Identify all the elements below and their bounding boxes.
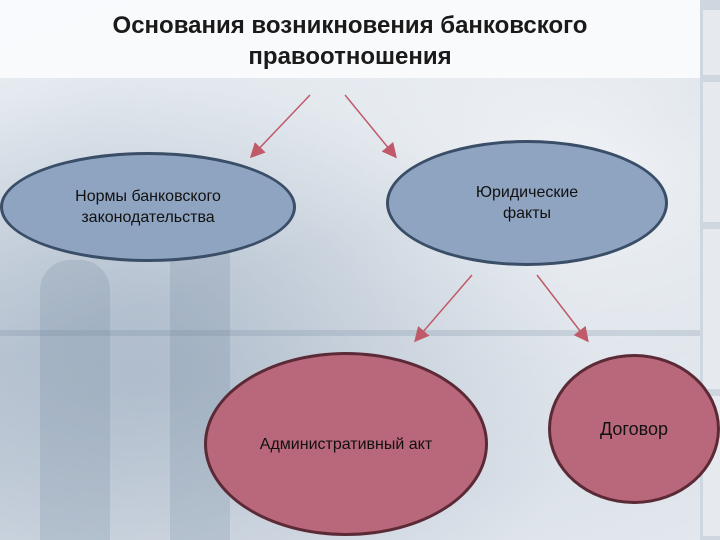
arrow-to-facts [344,94,397,159]
node-label: Юридические факты [475,184,579,222]
strip-cell [703,229,720,389]
page-title: Основания возникновения банковского прав… [112,12,588,70]
node-legal-facts: Юридические факты [386,140,668,266]
background-railing [0,330,700,336]
node-contract: Договор [548,354,720,504]
title-bar: Основания возникновения банковского прав… [0,0,700,78]
node-label: Административный акт [259,435,433,453]
background-figure-2 [170,230,230,540]
strip-cell [703,82,720,222]
node-label: Договор [600,419,668,439]
background-figure-1 [40,260,110,540]
node-banking-law-norms: Нормы банковского законодательства [0,152,296,262]
strip-cell [703,10,720,75]
arrow-to-admin-act [414,274,473,343]
node-administrative-act: Административный акт [204,352,488,536]
arrow-to-contract [536,274,589,343]
node-label: Нормы банковского законодательства [75,188,221,226]
arrow-to-norms [249,94,311,159]
